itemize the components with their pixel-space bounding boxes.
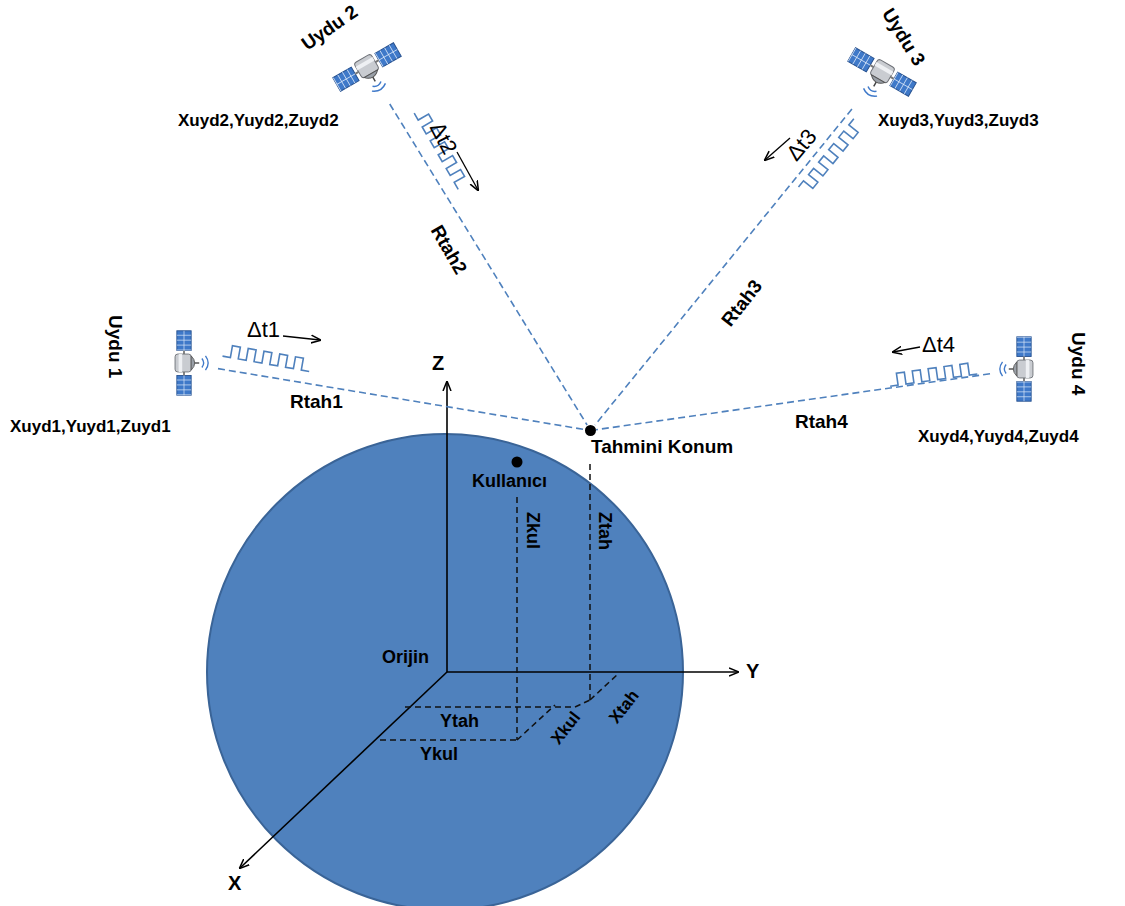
- coordinate-label: Ytah: [440, 712, 479, 732]
- coordinate-label: Ykul: [420, 745, 458, 765]
- user-label: Kullanıcı: [472, 472, 547, 492]
- delta-t: Δt2: [425, 118, 462, 159]
- range-label: Rtah2: [426, 222, 470, 278]
- delta-t: Δt1: [247, 318, 280, 342]
- range-label: Rtah3: [718, 276, 767, 330]
- coordinate-label: Xuyd2,Yuyd2,Zuyd2: [178, 112, 339, 131]
- axis-label: Y: [746, 660, 759, 682]
- satellite-icon: [150, 325, 218, 401]
- coordinate-label: Xuyd1,Yuyd1,Zuyd1: [10, 418, 171, 437]
- delta-t: Δt4: [922, 333, 955, 357]
- satellite-icon: [330, 30, 404, 104]
- range-line: [595, 109, 852, 425]
- range-line: [390, 104, 587, 425]
- node-title: Tahmini Konum: [591, 437, 733, 458]
- projection-lines: [380, 464, 618, 740]
- axis-label: Z: [432, 352, 444, 374]
- axes: [240, 382, 738, 868]
- position-dot: Tahmini Konum: [585, 425, 596, 436]
- coordinate-label: Ztah: [594, 512, 614, 550]
- node-title: Uydu 3: [877, 5, 928, 70]
- signals: [223, 107, 978, 386]
- origin-label: Orijin: [382, 648, 429, 668]
- coordinate-label: Xuyd3,Yuyd3,Zuyd3: [878, 112, 1039, 131]
- node-title: Uydu 2: [298, 2, 362, 55]
- satellite: Uydu 3Xuyd3,Yuyd3,Zuyd3: [845, 35, 919, 109]
- range-line: [218, 369, 585, 430]
- axis-label: X: [228, 872, 241, 894]
- satellite: Uydu 2Xuyd2,Yuyd2,Zuyd2: [330, 30, 404, 104]
- earth: [207, 434, 683, 906]
- signal-arrows: [283, 138, 920, 352]
- satellite: Uydu 4Xuyd4,Yuyd4,Zuyd4: [990, 330, 1058, 408]
- node-title: Uydu 1: [104, 315, 125, 378]
- coordinate-label: Zkul: [522, 512, 542, 549]
- range-label: Rtah1: [290, 392, 343, 413]
- satellite: Uydu 1Xuyd1,Yuyd1,Zuyd1: [150, 325, 218, 401]
- coordinate-label: Xuyd4,Yuyd4,Zuyd4: [918, 428, 1079, 447]
- range-line: [596, 374, 990, 430]
- satellite-icon: [990, 330, 1058, 408]
- node-title: Uydu 4: [1067, 332, 1088, 395]
- user-dot: [512, 457, 523, 468]
- delta-t: Δt3: [782, 125, 822, 166]
- range-label: Rtah4: [795, 412, 848, 433]
